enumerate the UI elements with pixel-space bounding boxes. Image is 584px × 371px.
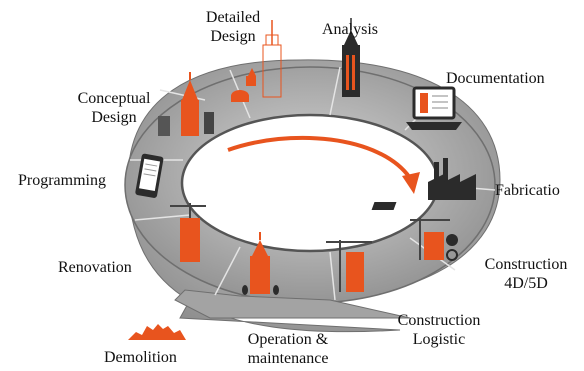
label-line: Construction [484,256,568,273]
stage-label-operation-maintenance: Operation & maintenance [232,330,344,368]
dome-building-icon [231,20,282,102]
crane-icon [326,240,372,292]
label-line: Logistic [412,331,466,348]
stage-label-fabrication: Fabricatio [495,181,560,200]
label-line: maintenance [247,350,329,367]
tower-icon [342,18,360,97]
stage-label-renovation: Renovation [58,258,132,277]
crane-icon [170,203,206,262]
building-icon [242,232,279,295]
stage-label-detailed-design: Detailed Design [198,8,268,46]
label-line: Documentation [446,70,545,87]
label-line: Design [91,109,137,126]
stage-label-construction-logistic: Construction Logistic [386,311,492,349]
stage-label-analysis: Analysis [322,20,378,39]
label-line: Renovation [58,259,132,276]
label-line: Demolition [104,349,177,366]
label-line: Programming [18,172,106,189]
stage-label-documentation: Documentation [446,69,545,88]
label-line: Design [210,28,256,45]
stage-label-programming: Programming [18,171,106,190]
factory-icon [371,158,476,210]
stage-label-demolition: Demolition [104,348,177,367]
label-line: Detailed [205,9,261,26]
rubble-icon [128,324,186,340]
crane-icon [410,218,458,261]
stage-label-conceptual-design: Conceptual Design [64,89,164,127]
label-line: Analysis [322,21,378,38]
label-line: Fabricatio [495,182,560,199]
ring-hole [180,113,440,253]
label-line: Construction [397,312,481,329]
label-line: Operation & [247,331,329,348]
laptop-icon [406,86,462,130]
ring-tail [174,289,411,319]
stage-label-construction-4d5d: Construction 4D/5D [474,255,578,293]
cycle-arrow-icon [227,135,420,194]
label-line: Conceptual [77,90,151,107]
building-icon [158,72,214,136]
label-line: 4D/5D [504,275,548,292]
smartphone-icon [135,153,164,198]
